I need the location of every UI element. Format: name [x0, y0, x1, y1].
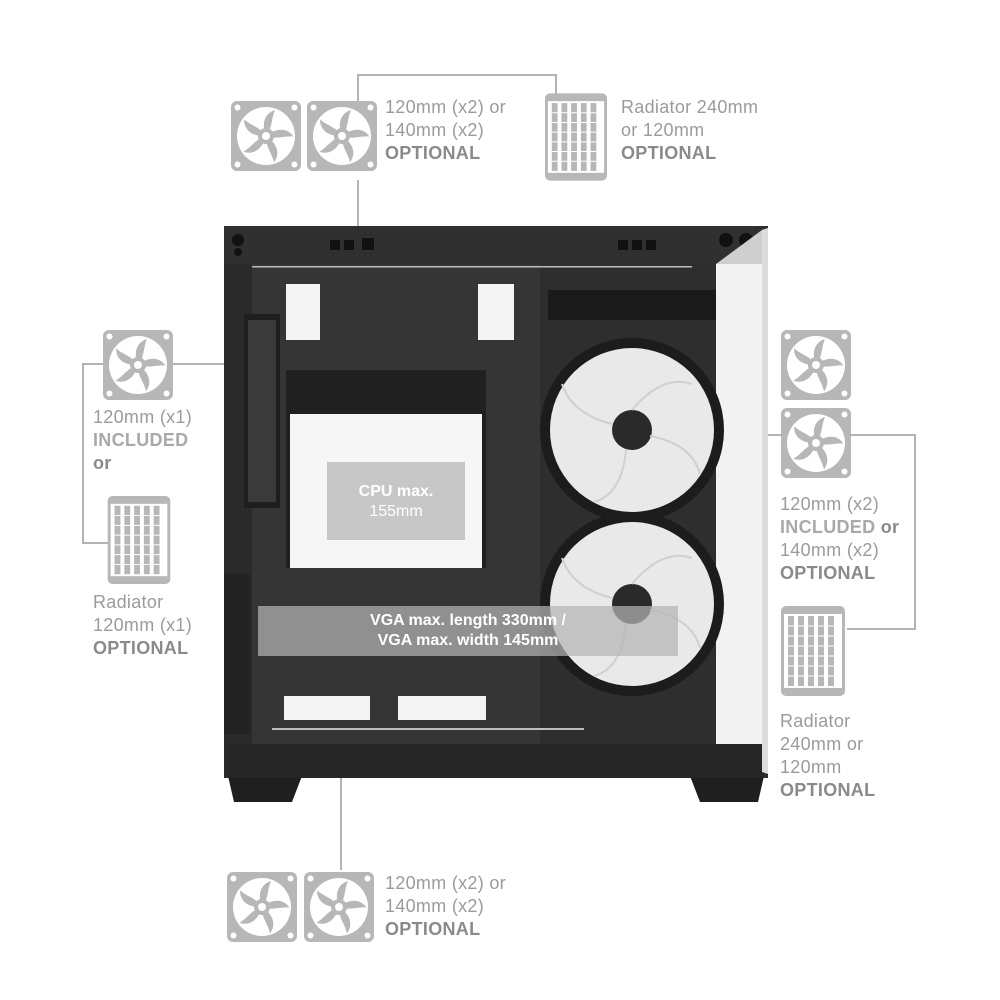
top-connector-line [357, 74, 557, 76]
vga-clearance-label: VGA max. length 330mm / VGA max. width 1… [258, 606, 678, 656]
front-radiator-label: Radiator 240mm or 120mm OPTIONAL [780, 711, 876, 800]
top-radiator-icon [545, 92, 607, 182]
pc-case [222, 224, 770, 804]
top-fan-label: 120mm (x2) or 140mm (x2) OPTIONAL [385, 97, 506, 163]
rear-connector-top [82, 363, 104, 365]
top-connector-right [555, 74, 557, 94]
rear-radiator-icon [107, 496, 171, 584]
front-connector-vertical [914, 434, 916, 630]
bottom-fan-label: 120mm (x2) or 140mm (x2) OPTIONAL [385, 873, 506, 939]
front-fan-icon-2 [781, 408, 851, 478]
front-connector-bottom [847, 628, 915, 630]
rear-radiator-label: Radiator 120mm (x1) OPTIONAL [93, 592, 193, 658]
top-fan-icon-1 [231, 101, 301, 171]
rear-connector-vertical [82, 363, 84, 544]
pc-case-illustration [224, 226, 768, 802]
top-radiator-label: Radiator 240mm or 120mm OPTIONAL [621, 97, 759, 163]
front-connector-top [851, 434, 915, 436]
bottom-connector-up [340, 730, 342, 870]
bottom-fan-icon-1 [227, 872, 297, 942]
rear-connector-to-case [173, 363, 253, 365]
rear-connector-bottom [82, 542, 108, 544]
top-connector-left [357, 74, 359, 102]
front-radiator-icon [781, 606, 845, 696]
top-fan-icon-2 [307, 101, 377, 171]
front-fan-label: 120mm (x2) INCLUDED or 140mm (x2) OPTION… [780, 494, 900, 583]
cpu-clearance-label: CPU max. 155mm [327, 462, 465, 540]
top-connector-down [357, 180, 359, 228]
rear-fan-icon [103, 330, 173, 400]
rear-fan-label: 120mm (x1) INCLUDED or [93, 407, 193, 473]
front-fan-icon-1 [781, 330, 851, 400]
bottom-fan-icon-2 [304, 872, 374, 942]
